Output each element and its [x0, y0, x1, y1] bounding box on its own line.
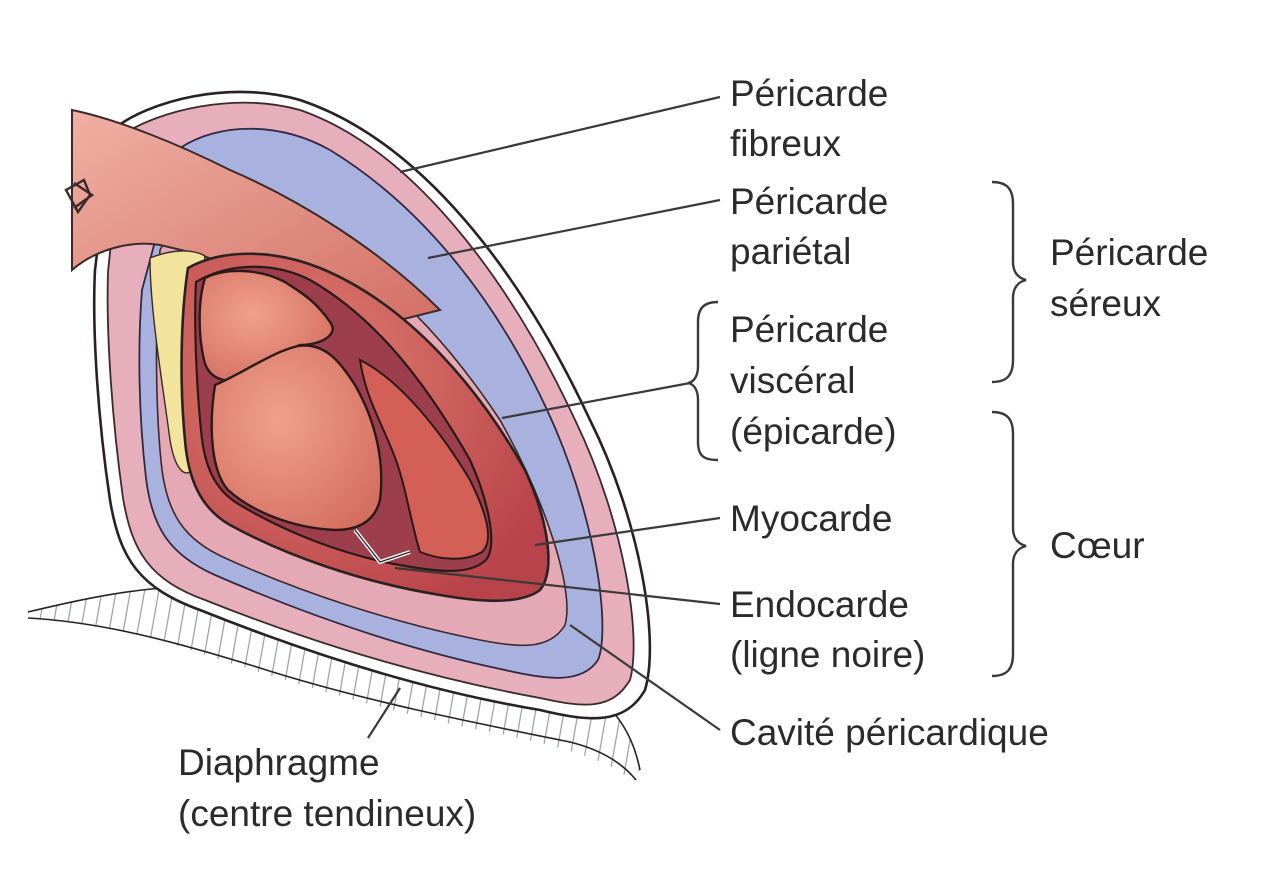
brace-coeur: [992, 412, 1026, 676]
label-pericarde-parietal: Péricarde pariétal: [730, 181, 899, 272]
label-coeur: Cœur: [1050, 525, 1145, 566]
label-diaphragme: Diaphragme (centre tendineux): [178, 742, 476, 834]
leader-pericarde-fibreux: [400, 97, 720, 172]
brace-pericarde-sereux: [992, 182, 1026, 382]
label-pericarde-visceral: Péricarde viscéral (épicarde): [730, 309, 899, 452]
label-pericarde-fibreux: Péricarde fibreux: [730, 73, 899, 164]
label-endocarde: Endocarde (ligne noire): [730, 584, 925, 675]
label-pericarde-sereux: Péricarde séreux: [1050, 232, 1219, 324]
brace-visceral: [688, 302, 718, 460]
label-myocarde: Myocarde: [730, 498, 892, 539]
label-cavite: Cavité péricardique: [730, 712, 1049, 753]
